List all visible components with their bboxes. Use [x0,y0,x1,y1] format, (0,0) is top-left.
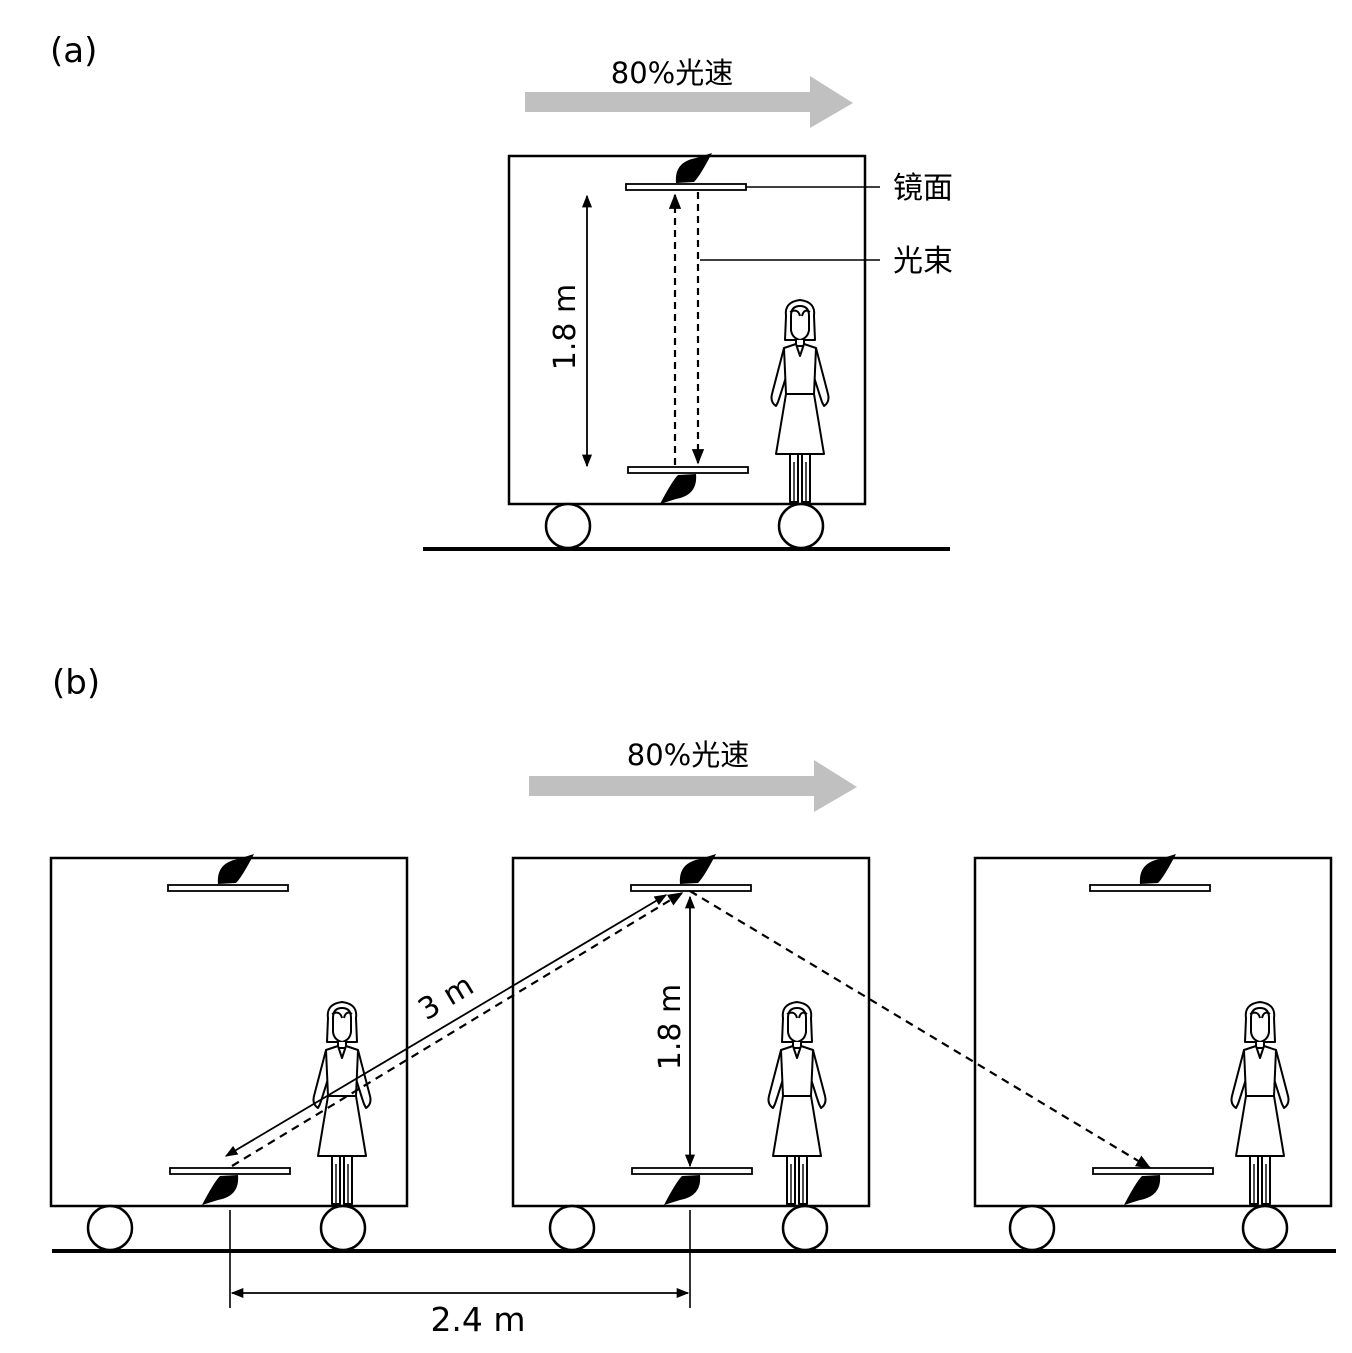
train-car-1 [49,854,409,1252]
speed-arrow-b [529,760,857,812]
diagonal-label: 3 m [412,968,480,1028]
mirror-icon [1089,884,1211,892]
speed-arrow-a [525,76,853,128]
mirror-icon [167,884,289,892]
panel-b: (b) 80%光速 [49,663,1336,1339]
mirror-icon [630,884,752,892]
height-label-b: 1.8 m [653,984,688,1070]
mirror-icon [631,1167,753,1175]
mirror-icon [1092,1167,1214,1175]
train-car-2 [511,854,871,1252]
wheel-icon [1008,1204,1056,1252]
speed-label-b: 80%光速 [627,738,749,772]
mirror-icon [169,1167,291,1175]
mirror-icon [625,183,747,191]
wheel-icon [777,502,825,550]
light-path-down [689,890,1152,1169]
speed-label-a: 80%光速 [611,56,733,90]
train-car-3 [973,854,1333,1252]
panel-a: (a) 80%光速 1.8 m 镜面 光束 [50,31,953,551]
height-label-a: 1.8 m [548,284,583,370]
panel-b-label: (b) [52,663,100,703]
wheel-icon [781,1204,829,1252]
wheel-icon [548,1204,596,1252]
wheel-icon [1241,1204,1289,1252]
wheel-icon [544,502,592,550]
mirror-label: 镜面 [893,171,953,206]
mirror-icon [627,466,749,474]
wheel-icon [319,1204,367,1252]
panel-a-label: (a) [50,31,97,71]
beam-label: 光束 [893,244,953,279]
diagonal-dimension [224,894,668,1157]
wheel-icon [86,1204,134,1252]
distance-label: 2.4 m [430,1300,525,1339]
